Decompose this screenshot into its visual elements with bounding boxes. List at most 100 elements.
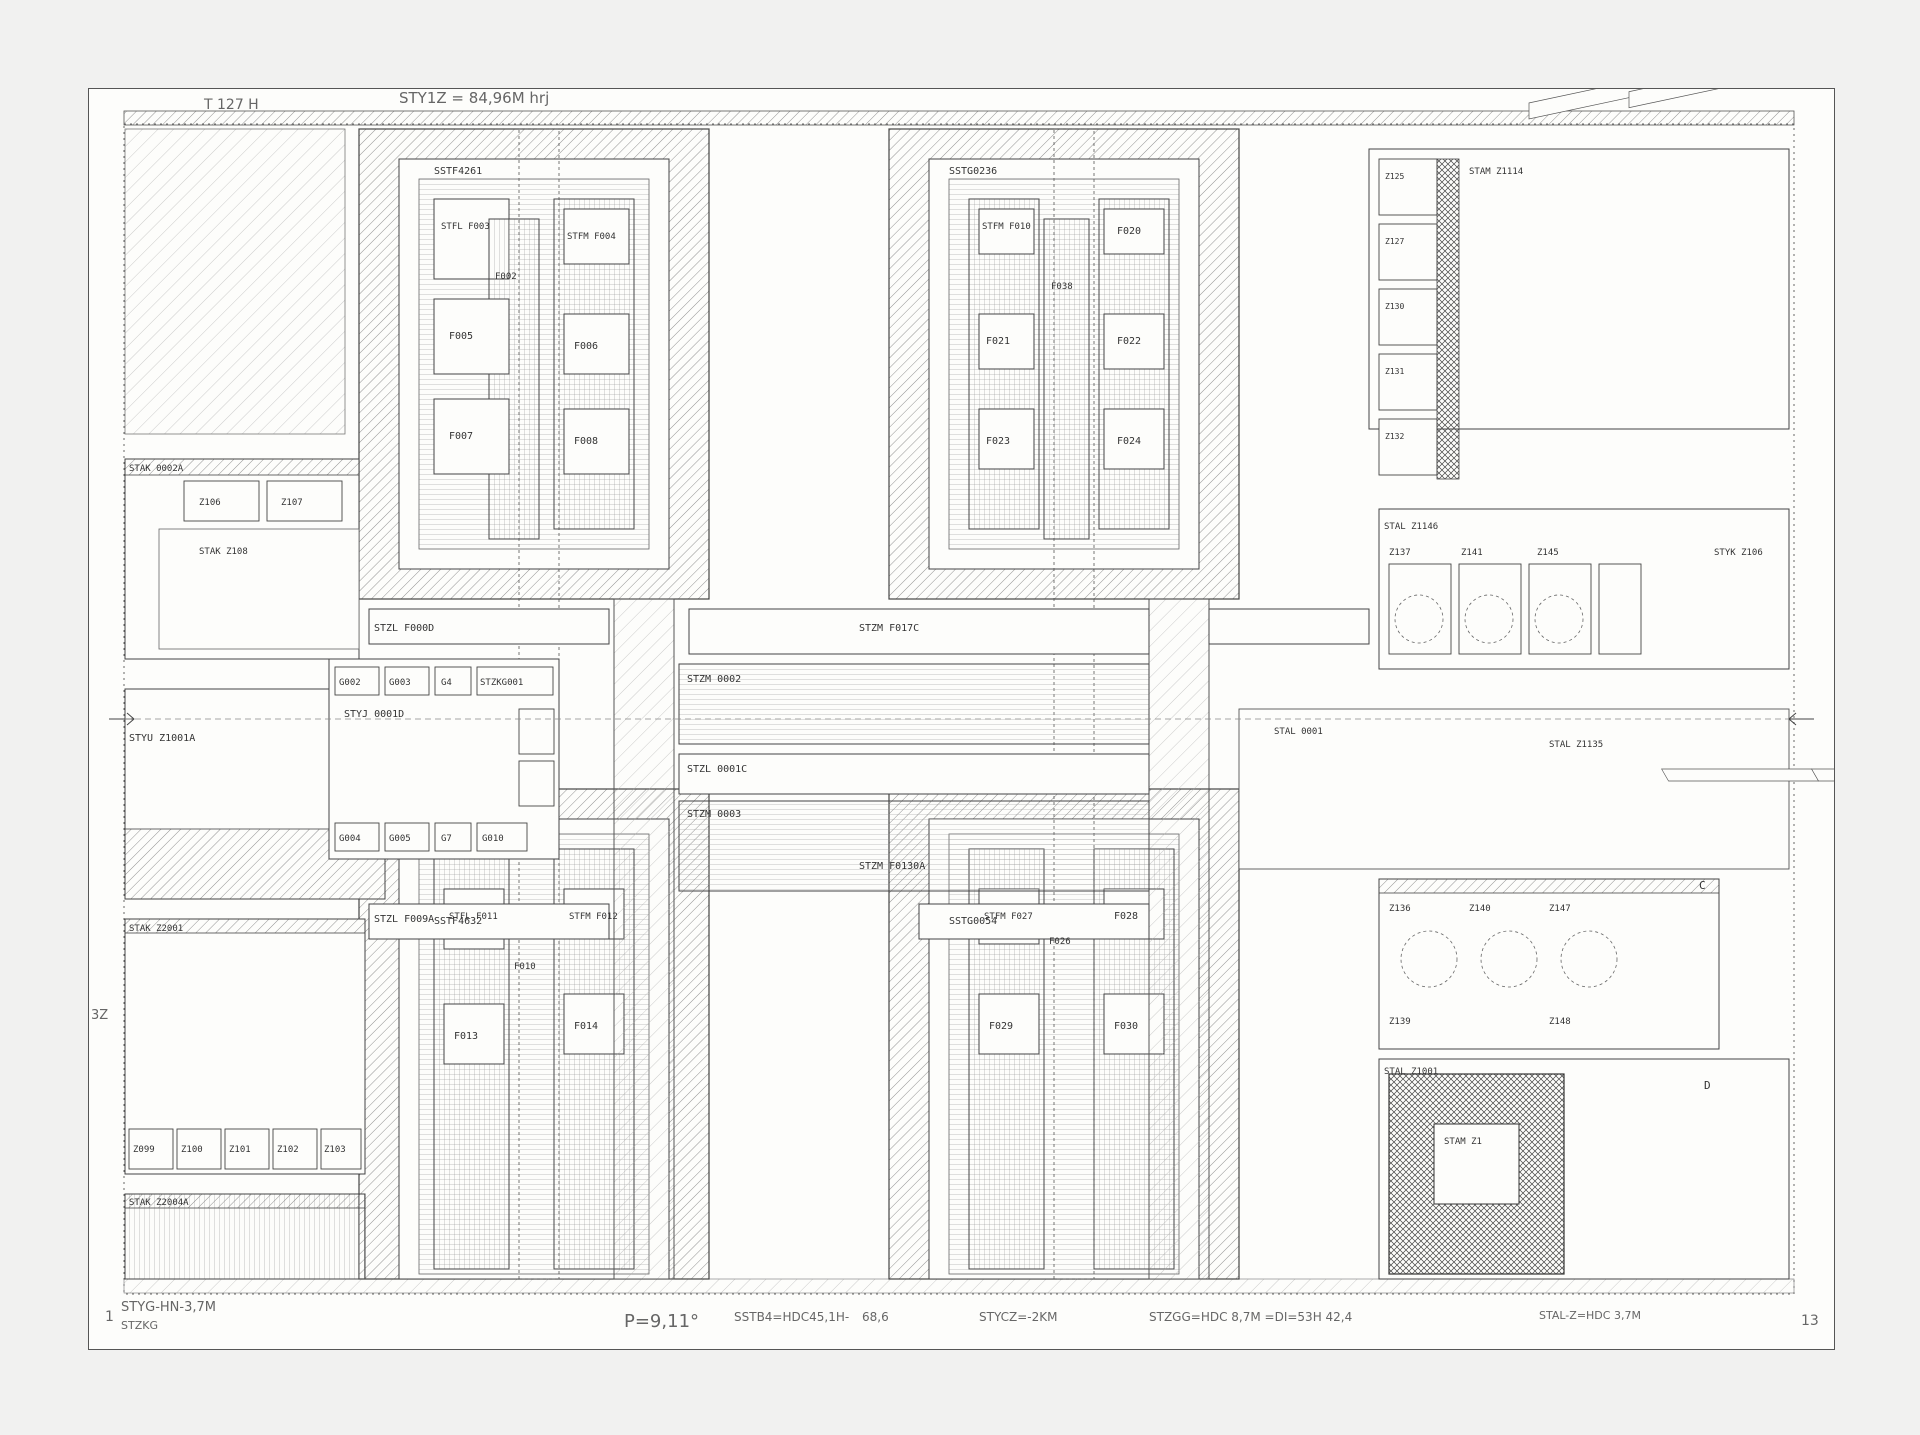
room-label: F030: [1114, 1021, 1138, 1032]
corridor-label: STZM F0130A: [859, 861, 925, 872]
west-label: G002: [339, 678, 361, 688]
east-label: Z141: [1461, 548, 1483, 558]
footer-note: SSTB4=HDC45,1H-: [734, 1310, 849, 1324]
corridor-label: STZL F000D: [374, 623, 434, 634]
west-label: Z106: [199, 498, 221, 508]
west-label: G004: [339, 834, 361, 844]
room-label: STFM F004: [567, 232, 616, 242]
east-label: Z127: [1385, 237, 1404, 246]
south-wall: [123, 1278, 1795, 1294]
east-label: STAL Z1135: [1549, 740, 1603, 750]
west-label: G4: [441, 678, 452, 688]
room-label: F006: [574, 341, 598, 352]
footer-note: STZGG=HDC 8,7M =DI=53H 42,4: [1149, 1310, 1352, 1324]
footer-note: STYG-HN-3,7M: [121, 1300, 216, 1315]
footer-note: 68,6: [862, 1310, 889, 1324]
west-label: STZKG001: [480, 678, 523, 688]
room-label: STFM F027: [984, 912, 1033, 922]
block-label-sw: SSTF4632: [434, 916, 482, 927]
east-label: D: [1704, 1079, 1711, 1092]
east-label: Z125: [1385, 172, 1404, 181]
east-label: Z139: [1389, 1017, 1411, 1027]
nw-void: [124, 128, 346, 435]
room-label: F022: [1117, 336, 1141, 347]
corridor-label: STZL F009A: [374, 914, 434, 925]
block-label-ne: SSTG0236: [949, 166, 997, 177]
room-label: F008: [574, 436, 598, 447]
west-label: G005: [389, 834, 411, 844]
side-mark: 3Z: [91, 1008, 108, 1023]
west-label: Z101: [229, 1145, 251, 1155]
west-label: G7: [441, 834, 452, 844]
east-label: Z132: [1385, 432, 1404, 441]
east-label: STAM Z1: [1444, 1137, 1482, 1147]
east-label: STAL Z1146: [1384, 522, 1438, 532]
room-label: STFL F003: [441, 222, 490, 232]
west-label: G010: [482, 834, 504, 844]
east-label: Z140: [1469, 904, 1491, 914]
footer-note: STZKG: [121, 1319, 158, 1332]
corner-tag: T 127 H: [203, 97, 259, 113]
room-label: F029: [989, 1021, 1013, 1032]
west-label: STAK Z2004A: [129, 1198, 189, 1208]
corridor-label: STZM 0003: [687, 809, 741, 820]
top-note: STY1Z = 84,96M hrj: [399, 89, 549, 107]
east-label: Z131: [1385, 367, 1404, 376]
drawing-sheet: T 127 H STY1Z = 84,96M hrj SSTF4261 SSTG…: [88, 88, 1835, 1350]
central-corridors: [368, 608, 1370, 940]
room-label: F023: [986, 436, 1010, 447]
west-wing: [124, 458, 560, 1280]
west-label: STAK Z2001: [129, 924, 183, 934]
room-label: F026: [1049, 937, 1071, 947]
room-label: STFL F011: [449, 912, 498, 922]
west-label: Z100: [181, 1145, 203, 1155]
corridor-label: STZM F017C: [859, 623, 919, 634]
east-label: STAM Z1114: [1469, 167, 1523, 177]
footer-note: P=9,11°: [624, 1311, 699, 1332]
corridor-label: STZM 0002: [687, 674, 741, 685]
footer-note: STAL-Z=HDC 3,7M: [1539, 1309, 1641, 1322]
west-label: STYJ 0001D: [344, 709, 404, 720]
footer-note: STYCZ=-2KM: [979, 1310, 1057, 1324]
east-label: STYK Z106: [1714, 548, 1763, 558]
room-label: F028: [1114, 911, 1138, 922]
corridor-label: STZL 0001C: [687, 764, 747, 775]
footer-note: 1: [105, 1309, 114, 1325]
room-label: F038: [1051, 282, 1073, 292]
room-label: F005: [449, 331, 473, 342]
block-ne: [888, 128, 1240, 600]
east-label: Z137: [1389, 548, 1411, 558]
room-label: F002: [495, 272, 517, 282]
room-label: F020: [1117, 226, 1141, 237]
block-label-nw: SSTF4261: [434, 166, 482, 177]
north-wall: [123, 110, 1795, 126]
room-label: F014: [574, 1021, 598, 1032]
block-nw: [358, 128, 710, 600]
west-label: Z107: [281, 498, 303, 508]
east-label: Z147: [1549, 904, 1571, 914]
east-label: Z130: [1385, 302, 1404, 311]
east-label: Z136: [1389, 904, 1411, 914]
room-label: F024: [1117, 436, 1141, 447]
east-label: C: [1699, 879, 1706, 892]
room-label: F021: [986, 336, 1010, 347]
block-label-se: SSTG0054: [949, 916, 997, 927]
west-label: STYU Z1001A: [129, 733, 195, 744]
west-label: STAK Z108: [199, 547, 248, 557]
east-label: Z148: [1549, 1017, 1571, 1027]
room-label: F010: [514, 962, 536, 972]
architectural-plan: T 127 H STY1Z = 84,96M hrj SSTF4261 SSTG…: [91, 89, 1834, 1332]
west-label: Z103: [324, 1145, 346, 1155]
west-label: STAK 0002A: [129, 464, 184, 474]
east-wing: [1238, 89, 1834, 1280]
west-label: Z102: [277, 1145, 299, 1155]
west-label: G003: [389, 678, 411, 688]
west-label: Z099: [133, 1145, 155, 1155]
room-label: STFM F010: [982, 222, 1031, 232]
room-label: STFM F012: [569, 912, 618, 922]
east-label: Z145: [1537, 548, 1559, 558]
room-label: F007: [449, 431, 473, 442]
room-label: F013: [454, 1031, 478, 1042]
east-label: STAL Z1001: [1384, 1067, 1438, 1077]
page-number: 13: [1801, 1313, 1819, 1329]
